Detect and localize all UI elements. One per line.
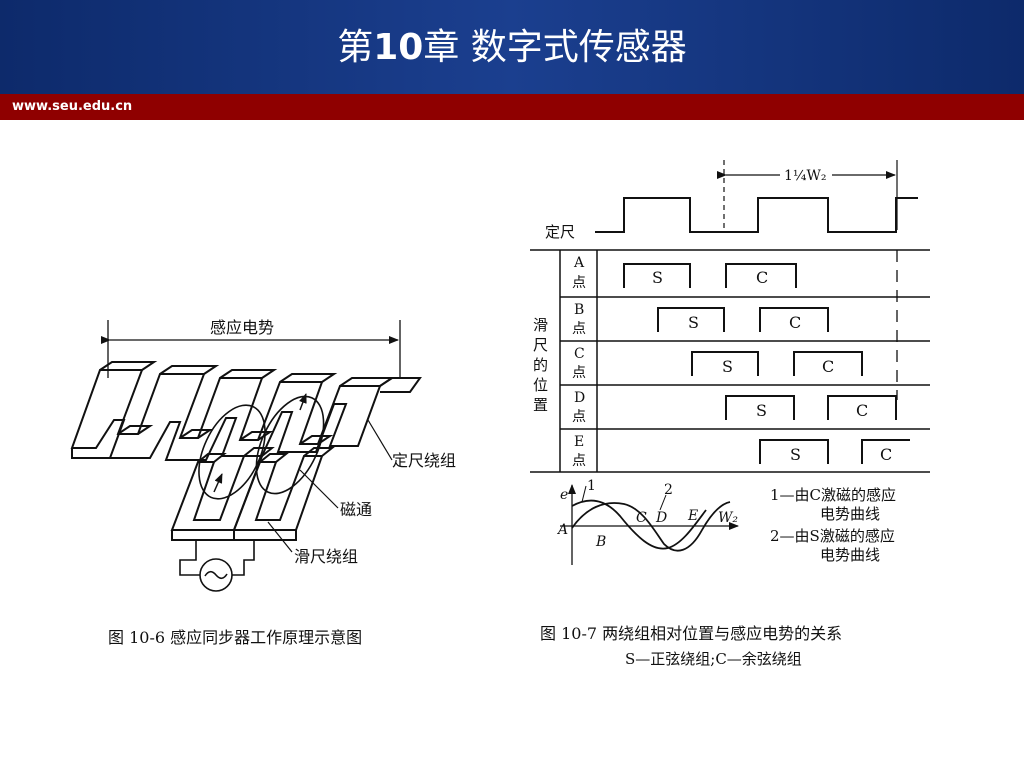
row-e-c-label: C bbox=[880, 445, 892, 464]
fig-10-7-grid bbox=[530, 160, 930, 565]
svg-text:滑: 滑 bbox=[533, 316, 548, 334]
row-labels: A点 B点 C点 D点 E点 bbox=[572, 255, 586, 469]
row-b-s-label: S bbox=[688, 313, 699, 332]
fig-10-6 bbox=[70, 320, 422, 592]
row-c-c-winding bbox=[793, 351, 863, 376]
svg-text:B: B bbox=[574, 302, 584, 318]
ac-source bbox=[199, 558, 233, 592]
emf-curve-2 bbox=[571, 501, 731, 552]
row-b-c-label: C bbox=[789, 313, 801, 332]
fixed-ruler-wave bbox=[595, 197, 918, 233]
row-a-c-winding bbox=[725, 263, 797, 288]
row-a-s-label: S bbox=[652, 268, 663, 287]
point-c-label: C bbox=[636, 510, 647, 526]
row-b-s-winding bbox=[657, 307, 725, 332]
point-a-label: A bbox=[556, 522, 568, 538]
row-e-s-label: S bbox=[790, 445, 801, 464]
svg-text:2—由S激磁的感应: 2—由S激磁的感应 bbox=[770, 527, 895, 545]
svg-text:电势曲线: 电势曲线 bbox=[820, 505, 880, 523]
row-c-s-winding bbox=[691, 351, 759, 376]
svg-text:点: 点 bbox=[572, 453, 586, 469]
curve-2-label: 2 bbox=[664, 482, 673, 498]
row-e-c-winding bbox=[861, 439, 910, 464]
url-bar: www.seu.edu.cn bbox=[0, 94, 1024, 120]
row-c-c-label: C bbox=[822, 357, 834, 376]
svg-text:置: 置 bbox=[533, 396, 548, 414]
title-number: 10 bbox=[373, 27, 424, 68]
svg-text:位: 位 bbox=[533, 376, 548, 394]
svg-text:电势曲线: 电势曲线 bbox=[820, 546, 880, 564]
svg-text:D: D bbox=[574, 390, 585, 406]
flux-loop-right bbox=[255, 395, 325, 495]
svg-text:E: E bbox=[574, 434, 584, 450]
row-a-c-label: C bbox=[756, 268, 768, 287]
row-a-s-winding bbox=[623, 263, 691, 288]
svg-text:1—由C激磁的感应: 1—由C激磁的感应 bbox=[770, 486, 896, 504]
emf-curve-1 bbox=[571, 499, 707, 550]
slider-position-label: 滑 尺 的 位 置 bbox=[533, 316, 548, 414]
row-c-s-label: S bbox=[722, 357, 733, 376]
row-d-s-winding bbox=[725, 395, 795, 420]
axis-w2-label: W₂ bbox=[718, 510, 738, 526]
curve-legend: 1—由C激磁的感应 电势曲线 2—由S激磁的感应 电势曲线 bbox=[770, 486, 896, 564]
slider-winding-label: 滑尺绕组 bbox=[294, 547, 358, 566]
flux-label: 磁通 bbox=[340, 500, 372, 519]
fixed-ruler-label: 定尺 bbox=[545, 223, 575, 241]
axis-e-label: e bbox=[560, 487, 568, 503]
emf-label: 感应电势 bbox=[210, 318, 274, 337]
svg-text:C: C bbox=[574, 346, 585, 362]
row-d-c-winding bbox=[827, 395, 897, 420]
title-prefix: 第 bbox=[337, 27, 374, 68]
fixed-winding bbox=[70, 369, 382, 461]
row-d-s-label: S bbox=[756, 401, 767, 420]
page-title: 第10章 数字式传感器 bbox=[0, 0, 1024, 94]
svg-text:点: 点 bbox=[572, 275, 586, 291]
fixed-winding-label: 定尺绕组 bbox=[392, 451, 456, 470]
fig-10-7-caption: 图 10-7 两绕组相对位置与感应电势的关系 bbox=[540, 624, 843, 643]
fig-10-7-subcaption: S—正弦绕组;C—余弦绕组 bbox=[625, 650, 802, 668]
point-b-label: B bbox=[595, 534, 606, 550]
svg-text:点: 点 bbox=[572, 409, 586, 425]
row-d-c-label: C bbox=[856, 401, 868, 420]
point-d-label: D bbox=[655, 510, 667, 526]
point-e-label: E bbox=[687, 508, 698, 524]
title-suffix: 章 数字式传感器 bbox=[423, 27, 687, 68]
curve-1-label: 1 bbox=[587, 478, 596, 494]
span-label: 1¼W₂ bbox=[784, 168, 826, 184]
svg-text:的: 的 bbox=[533, 356, 548, 374]
svg-text:点: 点 bbox=[572, 321, 586, 337]
title-bar bbox=[0, 0, 1024, 94]
row-b-c-winding bbox=[759, 307, 829, 332]
svg-text:A: A bbox=[573, 255, 585, 271]
svg-text:点: 点 bbox=[572, 365, 586, 381]
svg-text:尺: 尺 bbox=[533, 336, 548, 354]
fig-10-6-caption: 图 10-6 感应同步器工作原理示意图 bbox=[108, 628, 363, 647]
row-e-s-winding bbox=[759, 439, 829, 464]
site-url[interactable]: www.seu.edu.cn bbox=[12, 99, 133, 114]
flux-loop-left bbox=[198, 404, 266, 500]
